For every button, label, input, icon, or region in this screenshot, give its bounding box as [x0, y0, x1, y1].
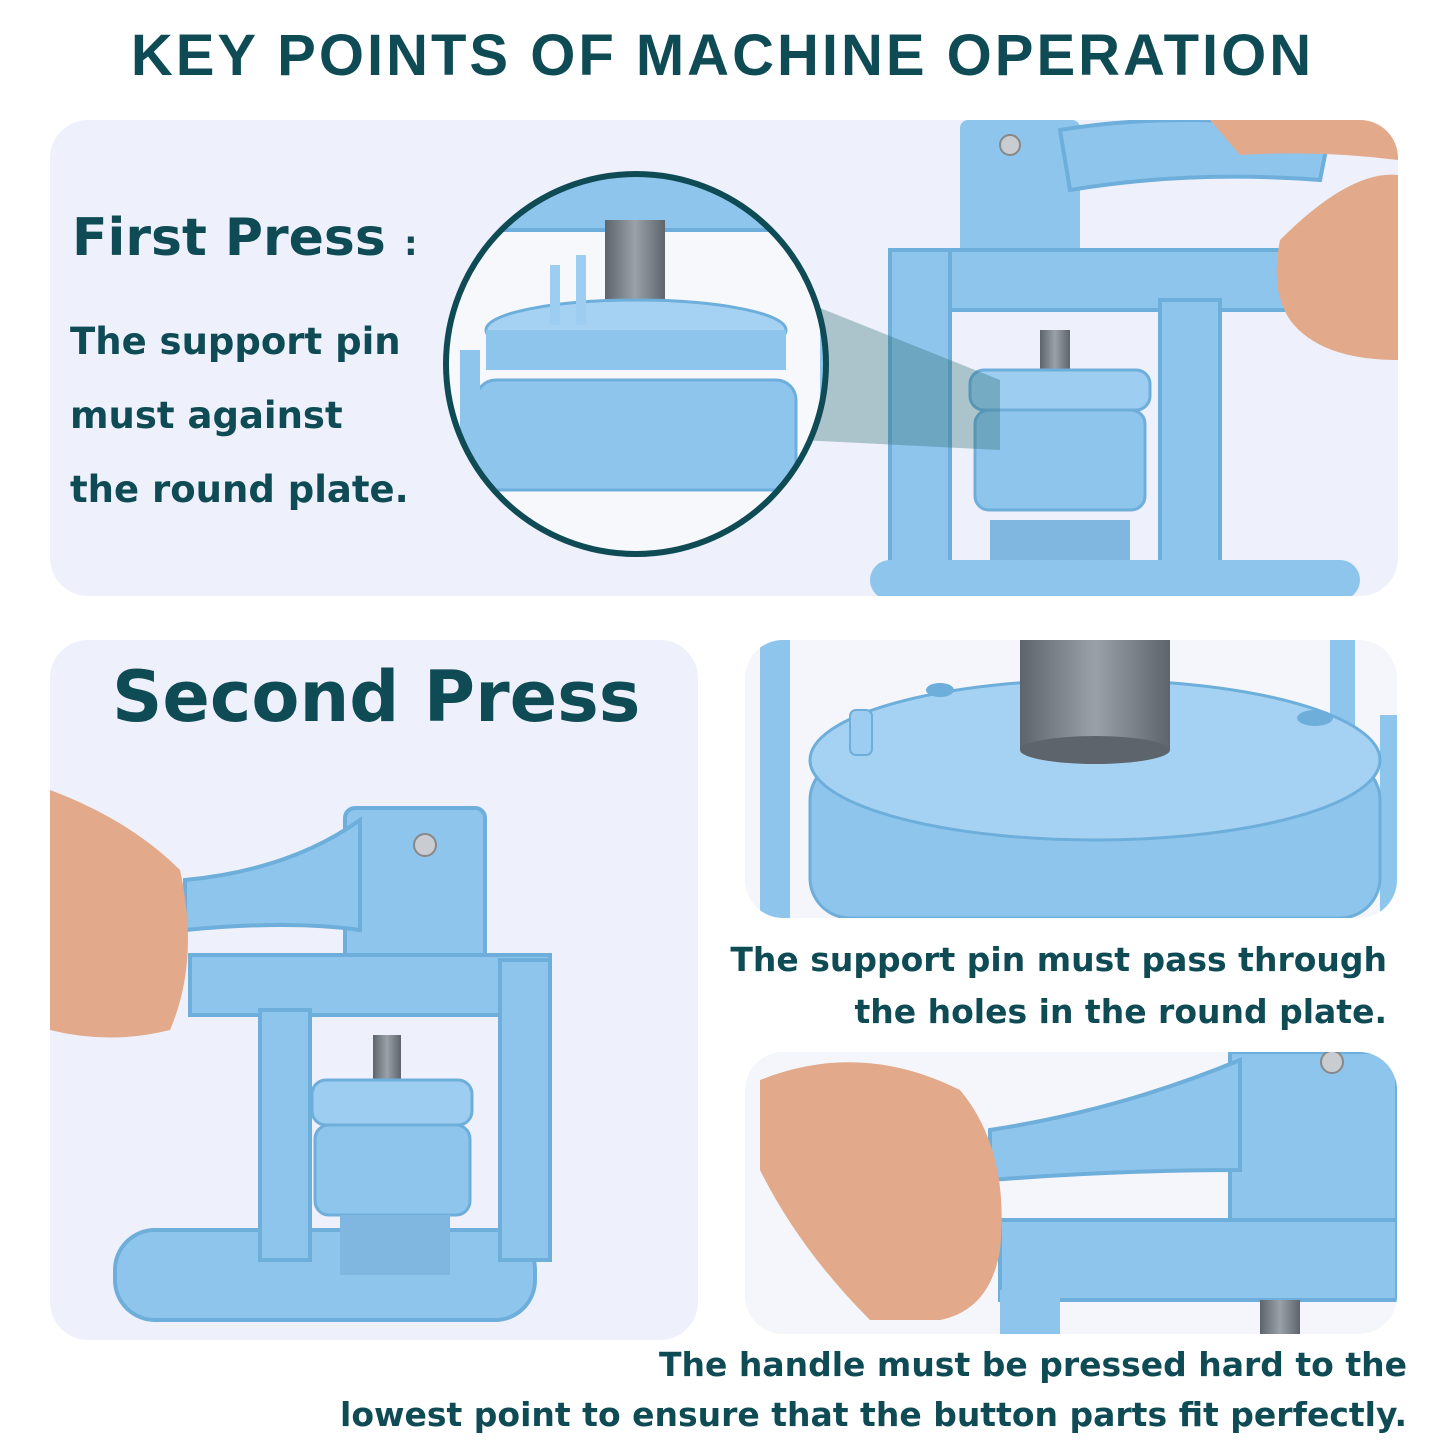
- first-press-heading-colon: :: [403, 224, 418, 264]
- handle-caption: The handle must be pressed hard to the l…: [340, 1340, 1407, 1440]
- second-press-machine: [50, 790, 552, 1322]
- first-press-heading: First Press :: [72, 208, 418, 268]
- first-press-machine: [800, 120, 1398, 596]
- second-press-heading: Second Press: [112, 656, 641, 738]
- caption-line: lowest point to ensure that the button p…: [340, 1395, 1407, 1434]
- handle-closeup-machine: [760, 1052, 1397, 1334]
- magnified-plate-view: [443, 171, 829, 557]
- caption-line: the holes in the round plate.: [854, 992, 1388, 1031]
- first-press-line: the round plate.: [70, 468, 409, 511]
- caption-line: The support pin must pass through: [730, 940, 1387, 979]
- first-press-heading-text: First Press: [72, 208, 386, 268]
- page-title: KEY POINTS OF MACHINE OPERATION: [130, 23, 1315, 88]
- first-press-line: must against: [70, 394, 343, 437]
- first-press-line: The support pin: [70, 320, 401, 363]
- pin-closeup-machine: [760, 640, 1397, 918]
- caption-line: The handle must be pressed hard to the: [659, 1345, 1407, 1384]
- pin-holes-caption: The support pin must pass through the ho…: [730, 934, 1387, 1038]
- first-press-description: The support pin must against the round p…: [70, 305, 450, 527]
